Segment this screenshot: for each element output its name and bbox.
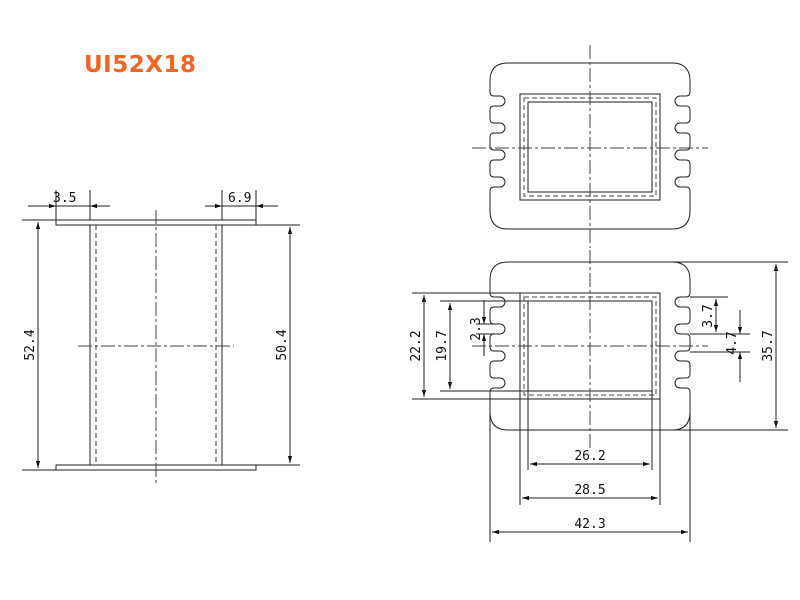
dim-slot-37: 3.7 bbox=[701, 304, 716, 327]
dim-w-262: 26.2 bbox=[574, 449, 605, 464]
dim-w-285: 28.5 bbox=[574, 483, 605, 498]
dim-side-22: 22.2 bbox=[409, 330, 424, 361]
dim-left-flange: 3.5 bbox=[53, 191, 76, 206]
dim-side-19: 19.7 bbox=[435, 330, 450, 361]
dim-inner-height: 50.4 bbox=[275, 329, 290, 360]
side-view: 3.5 6.9 52.4 50.4 bbox=[22, 190, 300, 485]
dim-w-423: 42.3 bbox=[574, 517, 605, 532]
plan-view-bottom: 22.2 19.7 2.3 3.7 4.7 35.7 26.2 bbox=[409, 250, 788, 542]
dim-slot-47: 4.7 bbox=[725, 331, 740, 354]
dim-outer-height: 52.4 bbox=[23, 329, 38, 360]
dim-height-357: 35.7 bbox=[761, 330, 776, 361]
part-title: UI52X18 bbox=[84, 52, 197, 78]
dim-right-flange: 6.9 bbox=[228, 191, 251, 206]
plan-view-top bbox=[472, 45, 708, 248]
dim-slot-23: 2.3 bbox=[469, 317, 484, 340]
